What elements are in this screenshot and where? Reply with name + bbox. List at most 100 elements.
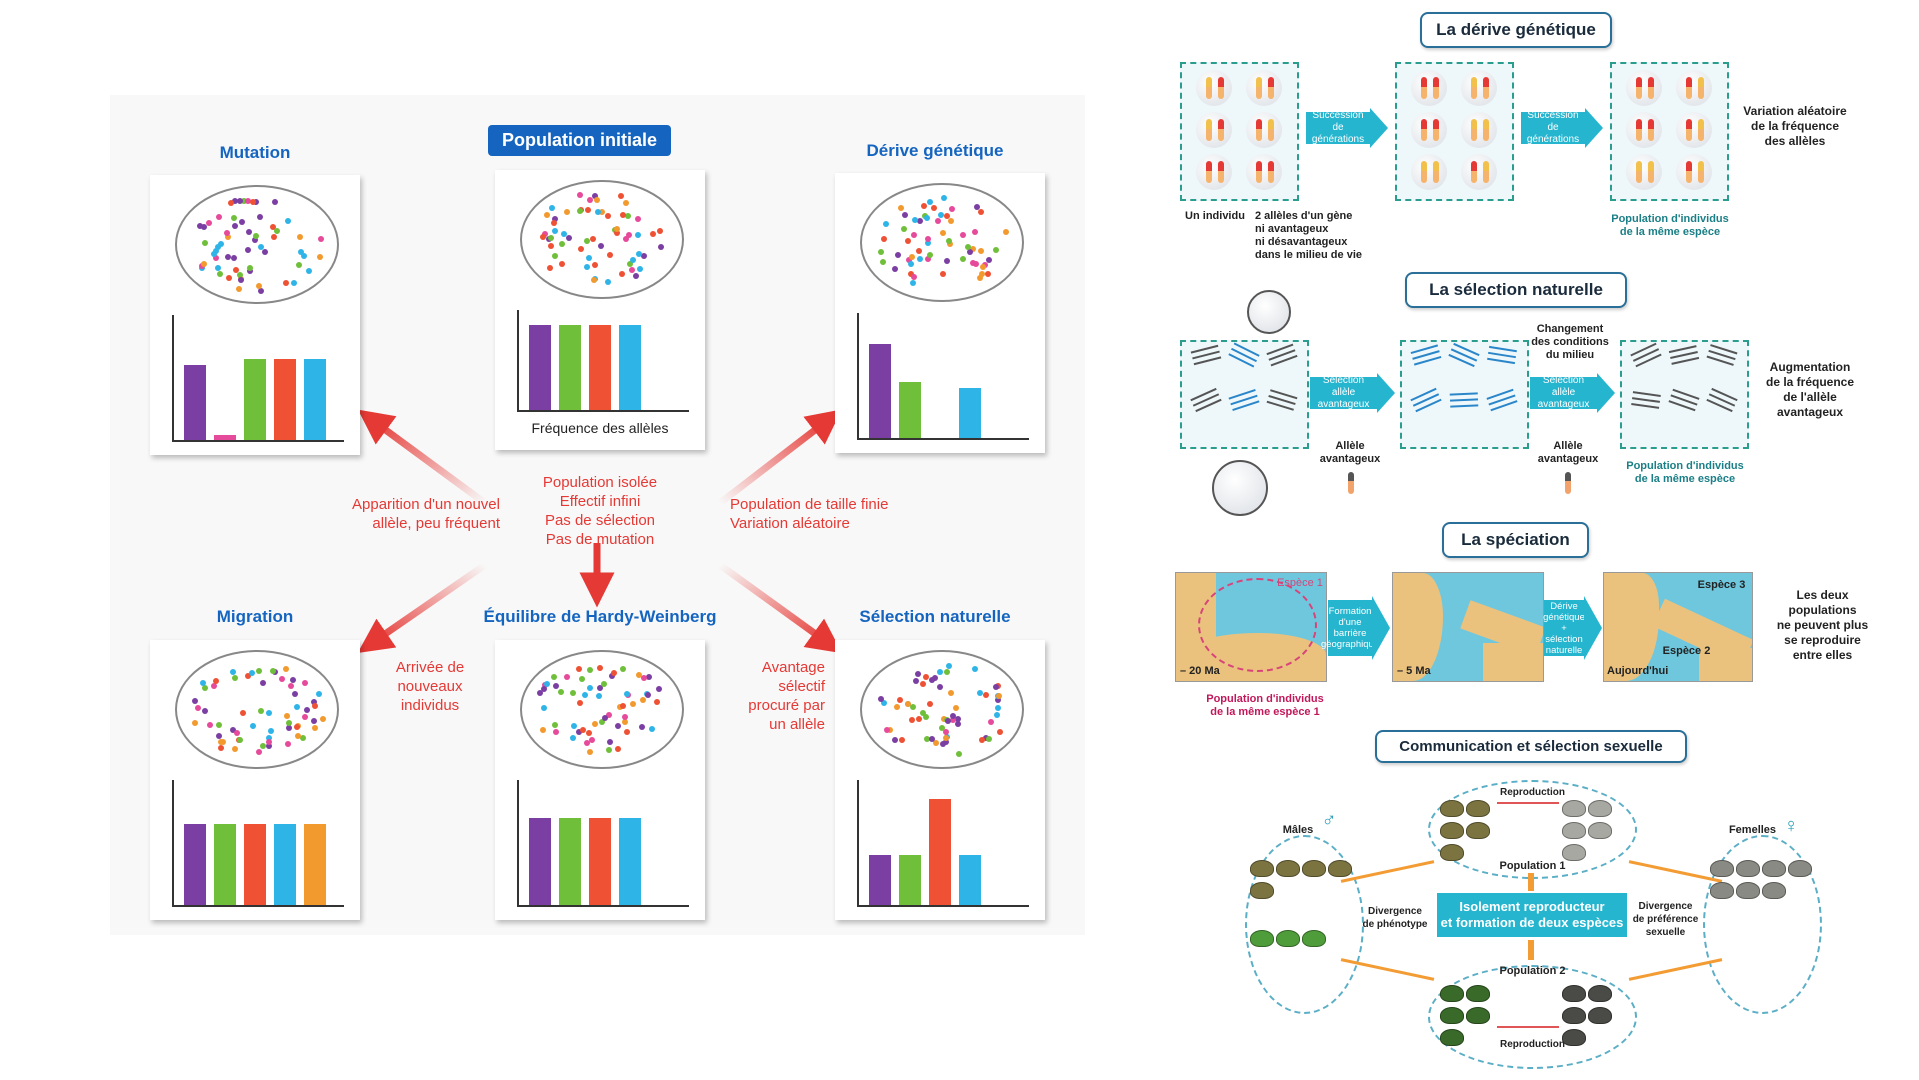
allele-dot bbox=[217, 744, 224, 751]
allele-dot bbox=[894, 252, 901, 259]
allele-dot bbox=[619, 666, 626, 673]
male-symbol: ♂ bbox=[1321, 809, 1337, 831]
map3-time: Aujourd'hui bbox=[1607, 665, 1669, 677]
selection-population-3 bbox=[1620, 340, 1749, 449]
mosquito-icon bbox=[1412, 350, 1440, 360]
allele-frequency-bar bbox=[869, 855, 891, 905]
allele-tube bbox=[1433, 119, 1439, 141]
allele-dot bbox=[579, 675, 586, 682]
allele-dot bbox=[268, 728, 275, 735]
allele-dot bbox=[641, 675, 648, 682]
allele-dot bbox=[279, 675, 286, 682]
allele-dot bbox=[940, 741, 947, 748]
allele-dot bbox=[992, 684, 999, 691]
selection-right-text: Augmentation de la fréquence de l'allèle… bbox=[1765, 360, 1855, 419]
allele-dot bbox=[929, 677, 936, 684]
label-selection-population: Population d'individus de la même espèce bbox=[1626, 460, 1744, 485]
reproduction-bottom-label: Reproduction bbox=[1500, 1039, 1565, 1050]
allele-tube bbox=[1206, 77, 1212, 99]
allele-dot bbox=[916, 217, 923, 224]
card-hardy-weinberg bbox=[495, 640, 705, 920]
frog-icon bbox=[1440, 800, 1464, 817]
allele-dot bbox=[901, 212, 908, 219]
allele-dot bbox=[270, 224, 277, 231]
mosquito-icon bbox=[1488, 394, 1516, 406]
frog-icon bbox=[1250, 860, 1274, 877]
allele-dot bbox=[908, 270, 915, 277]
allele-dot bbox=[904, 700, 911, 707]
allele-dot bbox=[216, 214, 223, 221]
population2-circle bbox=[1428, 965, 1637, 1069]
allele-dot bbox=[316, 690, 323, 697]
allele-frequency-bar bbox=[244, 358, 266, 440]
allele-dot bbox=[210, 682, 217, 689]
allele-dot bbox=[287, 682, 294, 689]
mosquito-icon bbox=[1631, 397, 1661, 403]
migration-title: Migration bbox=[216, 607, 294, 626]
frog-icon bbox=[1440, 1007, 1464, 1024]
allele-dot bbox=[311, 717, 318, 724]
allele-dot bbox=[285, 724, 292, 731]
arrows-layer bbox=[357, 409, 843, 654]
migration-cause: Arrivée de nouveaux individus bbox=[395, 659, 465, 714]
card-drift bbox=[835, 173, 1045, 453]
allele-dot bbox=[250, 198, 257, 205]
allele-dot bbox=[270, 668, 277, 675]
allele-dot bbox=[245, 246, 252, 253]
allele-frequency-bar bbox=[214, 823, 236, 905]
allele-dot bbox=[920, 202, 927, 209]
allele-dot bbox=[216, 733, 223, 740]
allele-dot bbox=[985, 735, 992, 742]
allele-dot bbox=[619, 212, 626, 219]
allele-dot bbox=[934, 217, 941, 224]
allele-dot bbox=[256, 282, 263, 289]
allele-dot bbox=[940, 230, 947, 237]
allele-tube bbox=[1471, 77, 1477, 99]
hardy-weinberg-title: Équilibre de Hardy-Weinberg bbox=[483, 607, 717, 626]
allele-dot bbox=[217, 241, 224, 248]
allele-dot bbox=[649, 726, 656, 733]
allele-dot bbox=[649, 231, 656, 238]
allele-tube bbox=[1206, 119, 1212, 141]
orange-arrow bbox=[1628, 958, 1723, 981]
allele-dot bbox=[271, 199, 278, 206]
allele-tube bbox=[1483, 161, 1489, 183]
allele-dot bbox=[250, 722, 257, 729]
allele-dot bbox=[630, 257, 637, 264]
allele-dot bbox=[238, 277, 245, 284]
allele-dot bbox=[641, 253, 648, 260]
allele-dot bbox=[213, 677, 220, 684]
frog-icon bbox=[1328, 860, 1352, 877]
allele-dot bbox=[881, 236, 888, 243]
allele-frequency-axis bbox=[517, 780, 689, 907]
mosquito-icon bbox=[1670, 394, 1698, 406]
allele-tube bbox=[1686, 161, 1692, 183]
individual bbox=[1246, 70, 1282, 106]
allele-dot bbox=[937, 683, 944, 690]
map3-species3-label: Espèce 3 bbox=[1697, 579, 1746, 591]
allele-dot bbox=[300, 734, 306, 741]
allele-frequency-bar bbox=[304, 358, 326, 440]
allele-dot bbox=[231, 197, 238, 204]
individual bbox=[1461, 112, 1497, 148]
arrow-to-mutation bbox=[357, 409, 488, 506]
allele-frequency-axis bbox=[857, 780, 1029, 907]
allele-dot bbox=[259, 742, 266, 749]
allele-dot bbox=[563, 208, 570, 215]
allele-dot bbox=[898, 205, 905, 212]
mosquito-icon bbox=[1192, 393, 1220, 407]
allele-dot bbox=[937, 212, 944, 219]
allele-dot bbox=[273, 227, 280, 234]
allele-dot bbox=[319, 715, 326, 722]
frog-icon bbox=[1440, 1029, 1464, 1046]
allele-dot bbox=[549, 205, 556, 211]
allele-dot bbox=[625, 232, 632, 239]
frog-icon bbox=[1466, 1007, 1490, 1024]
frog-icon bbox=[1440, 844, 1464, 861]
frog-icon bbox=[1276, 860, 1300, 877]
allele-dot bbox=[547, 265, 554, 272]
allele-dot bbox=[878, 696, 885, 703]
allele-dot bbox=[553, 683, 560, 690]
allele-dot bbox=[960, 232, 967, 239]
frog-icon bbox=[1250, 882, 1274, 899]
